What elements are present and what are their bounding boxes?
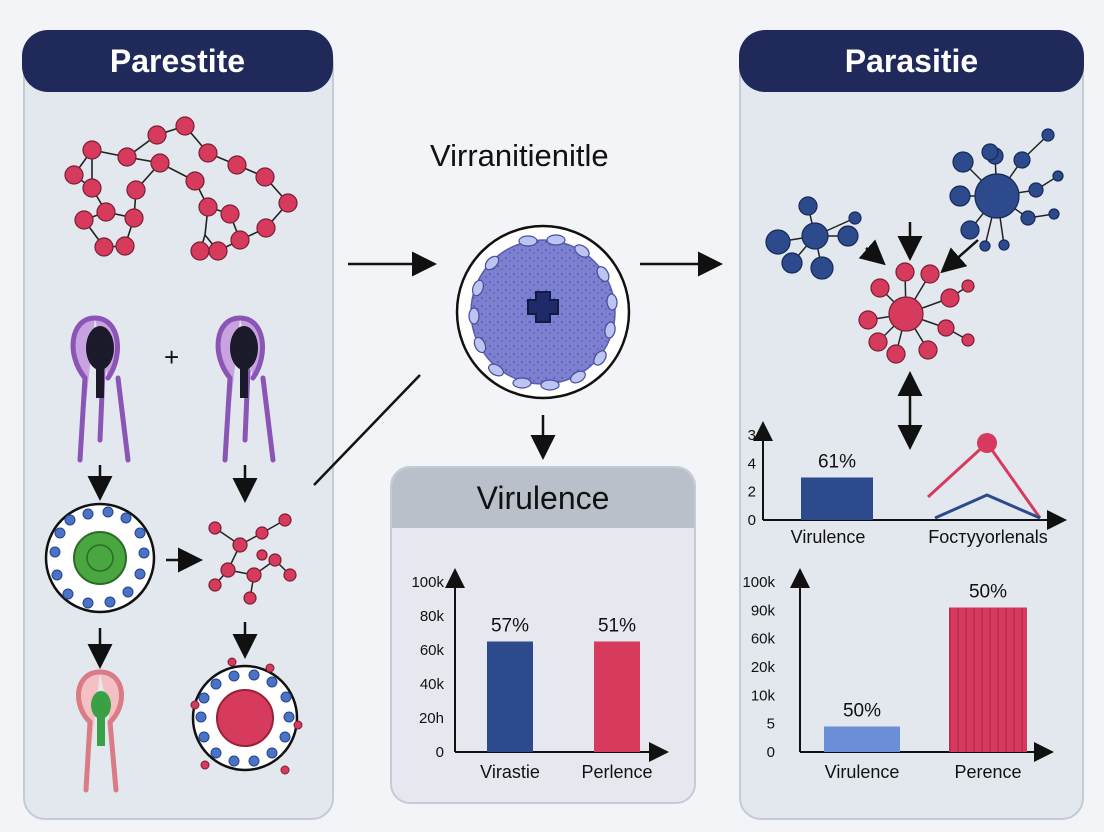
x-category-label: Virastie bbox=[480, 762, 540, 782]
y-tick-label: 100k bbox=[742, 574, 775, 591]
y-tick-label: 0 bbox=[748, 512, 756, 529]
parasite-organism-left bbox=[70, 315, 131, 463]
bar-data-label: 50% bbox=[843, 701, 881, 722]
x-category-label: Perlence bbox=[581, 762, 652, 782]
green-nucleus-cell bbox=[44, 502, 156, 614]
infected-red-cell bbox=[190, 657, 303, 775]
red-series-peak-point bbox=[977, 433, 997, 453]
x-category-label: Fостуyorlenals bbox=[928, 527, 1048, 547]
pink-organism bbox=[76, 669, 124, 793]
red-molecule-right bbox=[858, 262, 975, 364]
y-tick-label: 60k bbox=[751, 631, 776, 648]
plus-sign: + bbox=[164, 342, 179, 372]
blue-molecule-cluster bbox=[765, 128, 1064, 280]
y-tick-label: 5 bbox=[767, 716, 775, 733]
chart-bar bbox=[801, 477, 873, 520]
right-top-chart: 0 2 4 3 61% Virulence Fостуyorlenals bbox=[748, 421, 1067, 547]
x-category-label: Virulence bbox=[791, 527, 866, 547]
red-series-line bbox=[926, 440, 1042, 519]
y-tick-label: 90k bbox=[751, 602, 776, 619]
center-connectors bbox=[313, 251, 723, 486]
right-arrows bbox=[858, 222, 979, 450]
chart-bar bbox=[594, 641, 640, 752]
red-molecule-atoms bbox=[64, 116, 298, 261]
bar-data-label: 61% bbox=[818, 452, 856, 473]
left-panel-title: Parestite bbox=[22, 30, 333, 92]
central-cell bbox=[455, 224, 631, 400]
chart-bar bbox=[824, 726, 900, 752]
x-category-label: Virulence bbox=[825, 762, 900, 782]
y-tick-label: 100k bbox=[411, 574, 444, 591]
parasite-organism-right bbox=[215, 315, 276, 463]
y-tick-label: 4 bbox=[748, 455, 756, 472]
bar-data-label: 51% bbox=[598, 616, 636, 637]
y-tick-label: 10k bbox=[751, 687, 776, 704]
y-tick-label: 3 bbox=[748, 427, 756, 444]
virulence-chart-box: Virulence bbox=[390, 466, 696, 804]
bar-data-label: 57% bbox=[491, 616, 529, 637]
y-tick-label: 2 bbox=[748, 484, 756, 501]
center-bar-chart: 0 20h 40k 60k 80k 100k 57% 51% Virastie Perlence bbox=[411, 568, 669, 782]
blue-series-line bbox=[934, 493, 1041, 520]
y-tick-label: 0 bbox=[767, 744, 775, 761]
small-red-molecule bbox=[208, 513, 297, 605]
x-category-label: Perence bbox=[954, 762, 1021, 782]
y-tick-label: 0 bbox=[436, 744, 444, 761]
chart-bar bbox=[487, 641, 533, 752]
right-panel-title: Parasitie bbox=[739, 30, 1084, 92]
y-tick-label: 40k bbox=[420, 676, 445, 693]
y-tick-label: 20k bbox=[751, 659, 776, 676]
center-title: Virranitienitle bbox=[430, 138, 609, 173]
chart-bar bbox=[949, 607, 1027, 752]
virulence-box-title: Virulence bbox=[392, 468, 694, 528]
y-tick-label: 80k bbox=[420, 608, 445, 625]
red-molecule-network bbox=[73, 125, 290, 253]
bar-data-label: 50% bbox=[969, 582, 1007, 603]
y-tick-label: 20h bbox=[419, 710, 444, 727]
y-tick-label: 60k bbox=[420, 642, 445, 659]
right-bottom-bar-chart: 0 5 10k 20k 60k 90k 100k 50% 50% Virulence Perence bbox=[742, 568, 1054, 782]
left-flow-arrows bbox=[87, 465, 258, 669]
